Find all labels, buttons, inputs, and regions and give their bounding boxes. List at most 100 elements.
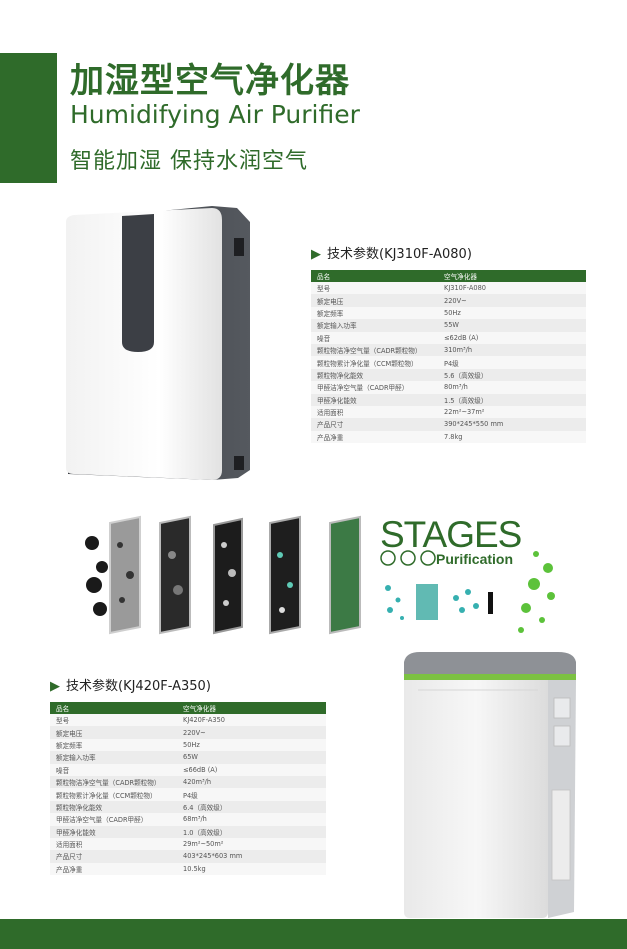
footer-bar: [0, 919, 627, 949]
spec-label: 额定频率: [50, 738, 177, 752]
product-image-kj310f: [66, 206, 250, 480]
spec-value: 1.5（高效级）: [438, 393, 586, 406]
table-row: 颗粒物洁净空气量（CADR颗粒物）310m³/h: [311, 343, 586, 357]
triangle-bullet-icon: ▶: [50, 679, 60, 694]
spec-value: 420m³/h: [177, 775, 326, 789]
spec-value: 310m³/h: [438, 343, 586, 357]
filter-cartridge-icon: [416, 584, 438, 620]
spec-value: 50Hz: [438, 306, 586, 320]
table-row: 甲醛洁净空气量（CADR甲醛）80m³/h: [311, 381, 586, 394]
spec-value: 220V~: [438, 294, 586, 307]
stage-badge-icons: [380, 550, 436, 566]
spec-label: 噪音: [311, 331, 438, 344]
table-row: 噪音≤66dB (A): [50, 763, 326, 776]
table-row: 颗粒物洁净空气量（CADR颗粒物）420m³/h: [50, 775, 326, 789]
carbon-filter-layer-icon: [213, 517, 243, 635]
spec-label: 甲醛洁净空气量（CADR甲醛）: [311, 381, 438, 394]
numeral-one-icon: [488, 592, 493, 614]
spec-label: 颗粒物净化能效: [50, 800, 177, 814]
product-image-kj420f: [404, 652, 576, 918]
spec-value: P4级: [438, 356, 586, 369]
spec-value: 6.4（高效级）: [177, 800, 326, 814]
spec-label: 型号: [311, 282, 438, 295]
spec-label: 适用面积: [50, 837, 177, 851]
purification-subtitle: Purification: [436, 551, 514, 567]
spec-label: 噪音: [50, 763, 177, 776]
spec-value: 220V~: [177, 726, 326, 739]
spec-label: 额定输入功率: [311, 319, 438, 332]
spec-label: 甲醛净化能效: [50, 825, 177, 838]
hepa-filter-layer-icon: [159, 515, 191, 635]
header-green-tab: [0, 53, 57, 183]
spec-value: P4级: [177, 788, 326, 801]
green-dots-icon: [518, 551, 555, 633]
spec-label: 颗粒物净化能效: [311, 368, 438, 382]
spec-value: 29m²~50m²: [177, 837, 326, 851]
spec-label: 颗粒物累计净化量（CCM颗粒物）: [311, 356, 438, 369]
spec-label: 甲醛洁净空气量（CADR甲醛）: [50, 813, 177, 826]
water-droplets-icon: [385, 585, 404, 620]
spec-value: ≤66dB (A): [177, 763, 326, 776]
spec-heading-kj310f: ▶ 技术参数(KJ310F-A080): [311, 243, 472, 262]
molecule-particles-icon: [453, 589, 479, 613]
triangle-bullet-icon: ▶: [311, 247, 321, 262]
spec-heading-kj420f: ▶ 技术参数(KJ420F-A350): [50, 675, 211, 694]
dust-particles-icon: [85, 536, 108, 616]
table-header-row: 品名 空气净化器: [50, 702, 326, 714]
spec-label: 额定电压: [50, 726, 177, 739]
spec-label: 额定频率: [311, 306, 438, 320]
spec-value: KJ420F-A350: [177, 714, 326, 727]
table-header-row: 品名 空气净化器: [311, 270, 586, 282]
filter-layers-image: [85, 515, 361, 635]
spec-label: 颗粒物洁净空气量（CADR颗粒物）: [50, 775, 177, 789]
table-row: 颗粒物累计净化量（CCM颗粒物）P4级: [311, 356, 586, 369]
spec-value: 80m³/h: [438, 381, 586, 394]
spec-label: 额定电压: [311, 294, 438, 307]
table-row: 甲醛洁净空气量（CADR甲醛）68m³/h: [50, 813, 326, 826]
spec-value: 403*245*603 mm: [177, 850, 326, 863]
spec-value: 68m³/h: [177, 813, 326, 826]
spec-heading-text: 技术参数(KJ310F-A080): [327, 247, 472, 262]
table-row: 噪音≤62dB (A): [311, 331, 586, 344]
spec-label: 适用面积: [311, 405, 438, 419]
spec-value: 7.8kg: [438, 430, 586, 444]
spec-label: 颗粒物洁净空气量（CADR颗粒物）: [311, 343, 438, 357]
page-title-english: Humidifying Air Purifier: [70, 100, 360, 129]
spec-value: 55W: [438, 319, 586, 332]
spec-heading-text: 技术参数(KJ420F-A350): [66, 679, 211, 694]
spec-label: 产品净重: [311, 430, 438, 444]
spec-value: 10.5kg: [177, 862, 326, 876]
slogan: 智能加湿 保持水润空气: [70, 149, 308, 174]
spec-value: 390*245*550 mm: [438, 418, 586, 431]
column-header-value: 空气净化器: [438, 270, 586, 282]
column-header-name: 品名: [50, 702, 177, 714]
spec-value: 65W: [177, 751, 326, 764]
humidifying-filter-layer-icon: [329, 515, 361, 635]
spec-label: 颗粒物累计净化量（CCM颗粒物）: [50, 788, 177, 801]
spec-value: ≤62dB (A): [438, 331, 586, 344]
purification-stages-illustration: [380, 550, 555, 633]
spec-value: 50Hz: [177, 738, 326, 752]
column-header-value: 空气净化器: [177, 702, 326, 714]
spec-label: 产品尺寸: [50, 850, 177, 863]
pre-filter-layer-icon: [109, 515, 141, 635]
